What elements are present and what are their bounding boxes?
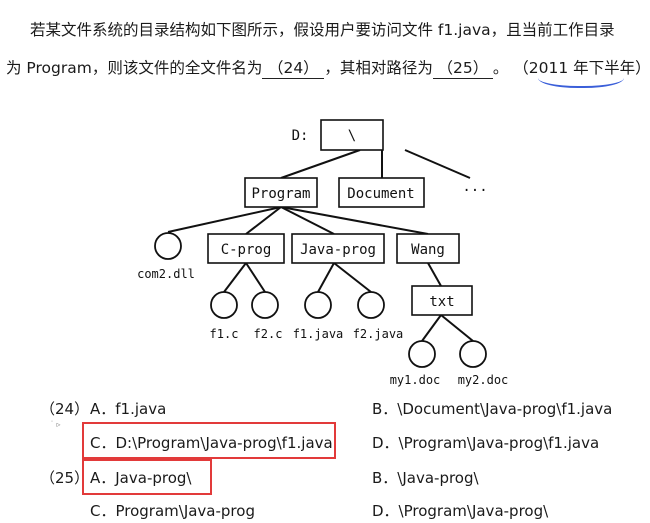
file-node-com2 [154,232,182,260]
program-label: Program [251,186,310,202]
highlight-box-q25 [82,459,212,495]
program-box [244,177,318,208]
root-label: \ [348,128,356,144]
file-node-f1java [304,291,332,319]
drive-label: D: [292,128,309,144]
q24-option-b: B．\Document\Java-prog\f1.java [372,400,613,418]
edge-txt-my2 [440,314,474,342]
question-line-1: 若某文件系统的目录结构如下图所示，假设用户要访问文件 f1.java，且当前工作… [30,21,615,39]
q24-option-c: C．D:\Program\Java-prog\f1.java [90,434,333,452]
blank-24: （24） [262,56,325,79]
question-text-part-1: 为 Program，则该文件的全文件名为 [6,59,263,77]
q25-option-d: D．\Program\Java-prog\ [372,502,549,520]
q24-number: （24） [40,400,90,418]
cprog-box [207,233,285,264]
edge-program-cprog [245,206,282,235]
edge-wang-txt [427,262,442,287]
edge-cprog-f2c [245,262,266,293]
file-node-my2 [459,340,487,368]
edge-cprog-f1c [223,262,247,293]
file-node-f2c [251,291,279,319]
edge-javaprog-f1java [317,262,335,293]
question-line-2: 为 Program，则该文件的全文件名为（24），其相对路径为（25）。 （20… [6,56,650,79]
q25-option-b: B．\Java-prog\ [372,469,479,487]
wang-label: Wang [411,242,445,258]
file-node-my1 [408,340,436,368]
edge-program-com2 [167,206,282,233]
wang-box [396,233,460,264]
cursor-mark: ˙ ▹ [50,420,61,429]
q24-option-d: D．\Program\Java-prog\f1.java [372,434,600,452]
question-text-part-3: 。 [492,59,509,77]
q25-option-c: C．Program\Java-prog [90,502,255,520]
exam-note: （2011 年下半年） [513,59,650,77]
question-text-part-2: ，其相对路径为 [324,59,433,77]
f1java-label: f1.java [293,327,344,341]
blank-25: （25） [432,56,493,79]
com2-label: com2.dll [137,267,195,281]
document-label: Document [347,186,414,202]
txt-box [411,285,473,316]
more-label: ··· [462,183,487,199]
q25-number: （25） [40,469,90,487]
document-box [338,177,425,208]
file-node-f1c [210,291,238,319]
edge-txt-my1 [421,314,442,342]
exam-note-underline [538,76,624,88]
edge-program-javaprog [280,206,335,235]
edge-javaprog-f2java [333,262,372,293]
f2c-label: f2.c [254,327,283,341]
f1c-label: f1.c [210,327,239,341]
edge-root-more [404,149,471,179]
cprog-label: C-prog [221,242,272,258]
q25-option-a: A．Java-prog\ [90,469,192,487]
txt-label: txt [429,294,454,310]
edge-root-program [280,149,361,179]
my1-label: my1.doc [390,373,441,387]
highlight-box-q24 [82,422,336,459]
edge-program-wang [280,206,429,235]
javaprog-box [291,233,385,264]
f2java-label: f2.java [353,327,404,341]
root-box [320,119,384,151]
file-node-f2java [357,291,385,319]
q24-option-a: A．f1.java [90,400,167,418]
my2-label: my2.doc [458,373,509,387]
javaprog-label: Java-prog [300,242,376,258]
